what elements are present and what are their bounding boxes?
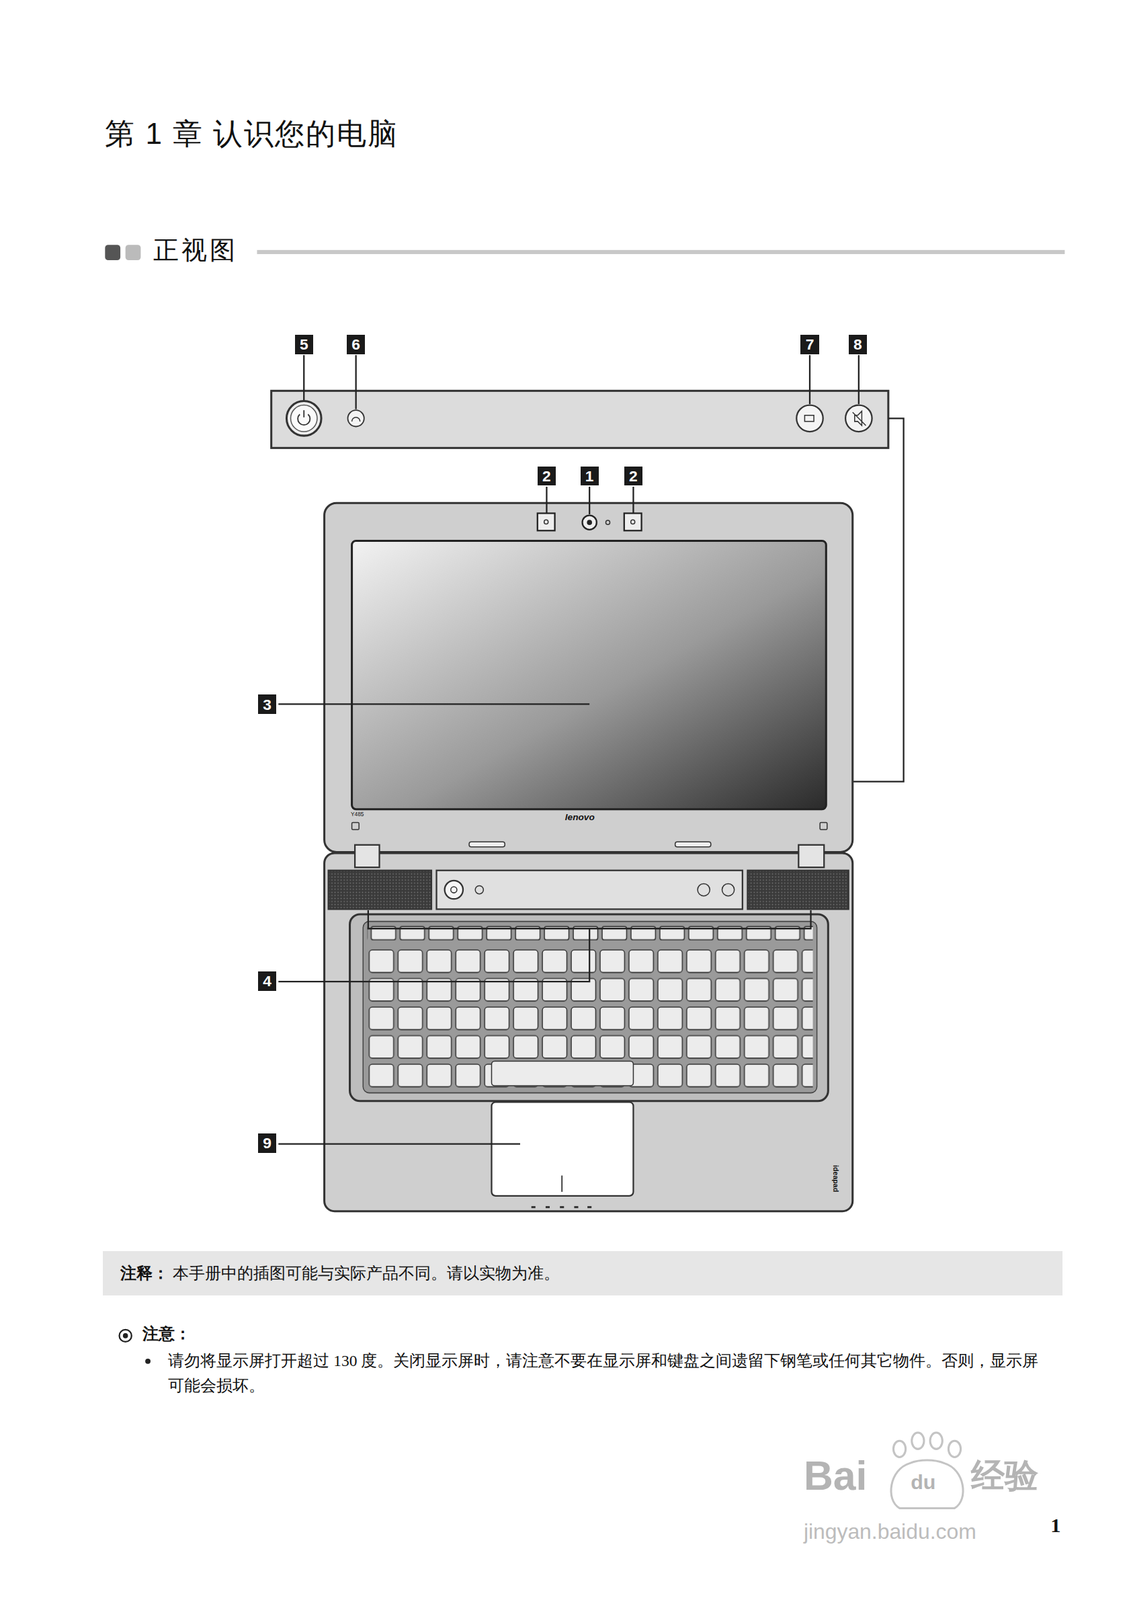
callout-number: 6 (346, 334, 365, 355)
heading-square (125, 244, 142, 261)
bullet-dot (145, 1358, 151, 1364)
laptop-lid (324, 502, 853, 852)
watermark: 经验 (971, 1456, 1039, 1496)
notice-heading: 注意： (142, 1324, 191, 1343)
page-number: 1 (1050, 1513, 1061, 1537)
note-band: 注释：本手册中的插图可能与实际产品不同。请以实物为准。 (102, 1250, 1063, 1296)
watermark: du (910, 1470, 936, 1494)
model-text: Y485 (350, 811, 364, 818)
heading-rule (256, 249, 1065, 255)
section-heading: 正视图 (153, 235, 238, 266)
callout-number: 7 (800, 334, 819, 355)
callout-number: 1 (580, 466, 599, 486)
brand-logo: lenovo (565, 811, 595, 823)
watermark: jingyan.baidu.com (803, 1518, 977, 1544)
note-label: 注释： (120, 1262, 169, 1284)
leader-line (303, 354, 904, 871)
notice-text: 请勿将显示屏打开超过 130 度。关闭显示屏时，请注意不要在显示屏和键盘之间遗留… (168, 1348, 1045, 1398)
button-strip (271, 390, 889, 448)
callout-number: 2 (624, 466, 643, 486)
laptop-base (324, 844, 853, 1211)
chapter-title: 第 1 章 认识您的电脑 (104, 114, 399, 154)
notice-symbol (122, 1332, 129, 1338)
note-text: 本手册中的插图可能与实际产品不同。请以实物为准。 (172, 1262, 560, 1284)
callout-number: 4 (258, 971, 277, 991)
callout-number: 5 (295, 334, 314, 355)
callout-number: 3 (258, 694, 277, 714)
notice-symbol (119, 1329, 132, 1342)
callout-number: 2 (537, 466, 556, 486)
callout-number: 8 (848, 334, 867, 355)
leader-line (278, 486, 634, 704)
watermark-paw (891, 1432, 964, 1508)
leader-line (278, 909, 811, 1144)
heading-square (104, 244, 121, 261)
watermark: Bai (803, 1452, 867, 1500)
callout-number: 9 (258, 1133, 277, 1153)
series-logo: ideapad (831, 1164, 841, 1192)
